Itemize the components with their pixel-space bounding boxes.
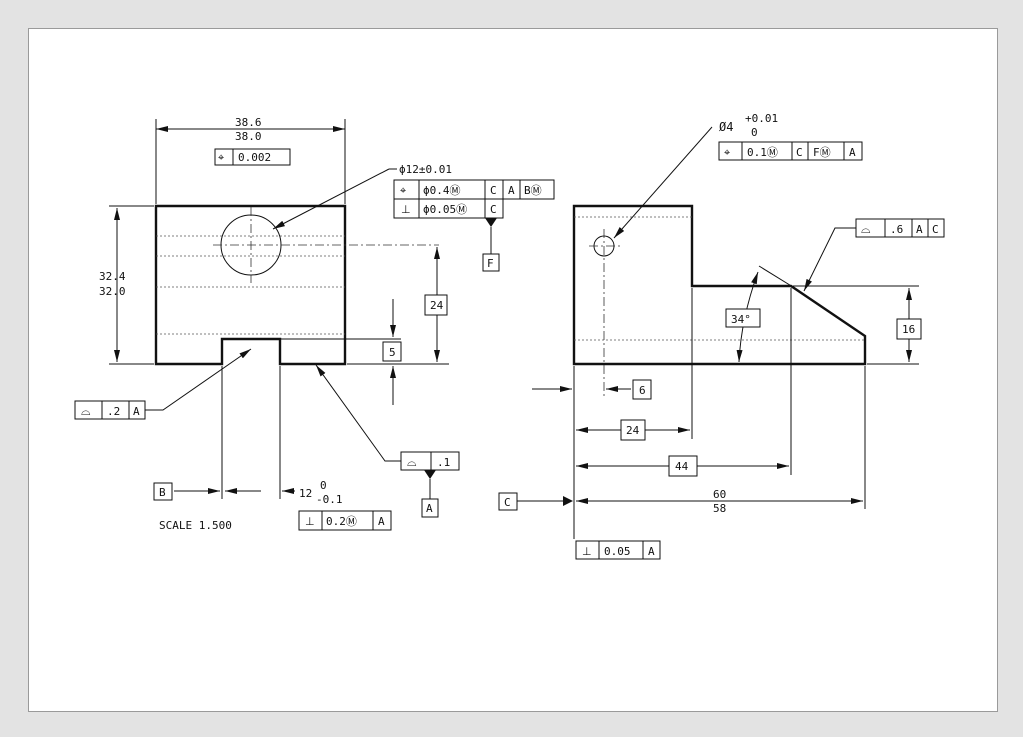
- position-icon: ⌖: [724, 146, 730, 159]
- dim-6-box: [632, 379, 652, 400]
- small-hole-leader: [613, 126, 713, 239]
- slot-fcf-tol: 0.2Ⓜ: [326, 515, 357, 528]
- drawing-sheet: 38.6 38.0 ⌖ 0.002 32.4 32.0 ϕ12±0.01 ⌖ ϕ…: [28, 28, 998, 712]
- length-lower: 58: [713, 502, 726, 515]
- front-width-upper: 38.6: [235, 116, 262, 129]
- hole-perp-datum1: C: [490, 203, 497, 216]
- hole-perpendicularity-fcf: ⊥ ϕ0.05Ⓜ C: [393, 198, 504, 219]
- dim-slot-depth: 5: [389, 346, 396, 359]
- dim-16-box: [896, 318, 922, 340]
- small-hole-fcf-datum3: A: [849, 146, 856, 159]
- datum-f-label: F: [487, 257, 494, 270]
- position-icon: ⌖: [400, 184, 406, 197]
- slope-profile-leader: [803, 227, 856, 292]
- hole-position-fcf: ⌖ ϕ0.4Ⓜ C A BⓂ: [393, 179, 555, 200]
- hole-perp-tol: ϕ0.05Ⓜ: [423, 203, 467, 216]
- position-icon: ⌖: [218, 151, 224, 164]
- front-width-lower: 38.0: [235, 130, 262, 143]
- datum-b-box: [153, 482, 173, 501]
- side-bottom-fcf-datum: A: [648, 545, 655, 558]
- datum-f-triangle: [485, 218, 497, 227]
- side-view: Ø4 +0.01 0 ⌖ 0.1Ⓜ C FⓂ A ⌓ .6 A C: [498, 112, 945, 560]
- small-hole-size: Ø4: [719, 120, 733, 134]
- slot-tol-lower: -0.1: [316, 493, 343, 506]
- length-upper: 60: [713, 488, 726, 501]
- front-width-fcf: ⌖ 0.002: [214, 148, 291, 166]
- dim-hole-height: 24: [430, 299, 444, 312]
- slope-profile-tol: .6: [890, 223, 903, 236]
- datum-c-triangle: [563, 496, 573, 506]
- front-height-upper: 32.4: [99, 270, 126, 283]
- bottom-profile-tol: .2: [107, 405, 120, 418]
- slot-perpendicularity-fcf: ⊥ 0.2Ⓜ A: [298, 510, 392, 531]
- side-bottom-fcf-tol: 0.05: [604, 545, 631, 558]
- datum-c-label: C: [504, 496, 511, 509]
- perpendicularity-icon: ⊥: [582, 545, 592, 558]
- right-profile-tol: .1: [437, 456, 450, 469]
- profile-surface-icon: ⌓: [81, 404, 91, 418]
- datum-c-box: [498, 492, 518, 511]
- profile-surface-icon: ⌓: [407, 455, 417, 469]
- slope-profile-datum1: A: [916, 223, 923, 236]
- profile-surface-icon: ⌓: [861, 222, 871, 236]
- scale-label: SCALE 1.500: [159, 519, 232, 532]
- hole-position-datum3: BⓂ: [524, 184, 542, 197]
- dim-5-box: [382, 341, 402, 362]
- slot-tol-upper: 0: [320, 479, 327, 492]
- dim-44-label: 44: [675, 460, 689, 473]
- perpendicularity-icon: ⊥: [401, 203, 411, 216]
- dim-44-box: [668, 455, 698, 477]
- right-profile-leader: [315, 364, 401, 462]
- datum-a-triangle: [424, 470, 436, 479]
- hole-position-tol: ϕ0.4Ⓜ: [423, 184, 461, 197]
- front-width-fcf-tol: 0.002: [238, 151, 271, 164]
- engineering-drawing: 38.6 38.0 ⌖ 0.002 32.4 32.0 ϕ12±0.01 ⌖ ϕ…: [74, 112, 945, 560]
- front-height-lower: 32.0: [99, 285, 126, 298]
- slot-fcf-datum: A: [378, 515, 385, 528]
- hole-position-datum1: C: [490, 184, 497, 197]
- dim-hole-offset: 6: [639, 384, 646, 397]
- front-view: 38.6 38.0 ⌖ 0.002 32.4 32.0 ϕ12±0.01 ⌖ ϕ…: [74, 116, 555, 532]
- small-hole-tol-lower: 0: [751, 126, 758, 139]
- datum-a-box: [421, 498, 439, 518]
- angle-extension: [758, 265, 794, 288]
- datum-f-box: [482, 253, 500, 272]
- slot-width-label: 12: [299, 487, 312, 500]
- hole-size-label: ϕ12±0.01: [399, 163, 452, 176]
- angle-label: 34°: [731, 313, 751, 326]
- perpendicularity-icon: ⊥: [305, 515, 315, 528]
- angle-box: [725, 308, 761, 328]
- datum-b-label: B: [159, 486, 166, 499]
- bottom-profile-fcf: ⌓ .2 A: [74, 400, 146, 420]
- small-hole-fcf-datum2: FⓂ: [813, 146, 831, 159]
- side-bottom-perpendicularity-fcf: ⊥ 0.05 A: [575, 540, 661, 560]
- small-hole-fcf-tol: 0.1Ⓜ: [747, 146, 778, 159]
- bottom-profile-datum: A: [133, 405, 140, 418]
- side-view-outline: [572, 204, 867, 366]
- right-profile-fcf: ⌓ .1: [400, 451, 460, 471]
- small-hole-tol-upper: +0.01: [745, 112, 778, 125]
- slope-profile-fcf: ⌓ .6 A C: [855, 218, 945, 238]
- dim-step-24: 24: [626, 424, 640, 437]
- dim-24-side-box: [620, 419, 646, 441]
- small-hole-fcf-datum1: C: [796, 146, 803, 159]
- front-view-outline: [154, 204, 347, 366]
- bottom-profile-leader: [145, 348, 252, 411]
- hole-leader: [272, 168, 390, 230]
- slope-profile-datum2: C: [932, 223, 939, 236]
- datum-a-label: A: [426, 502, 433, 515]
- hole-position-datum2: A: [508, 184, 515, 197]
- dim-step-height: 16: [902, 323, 915, 336]
- small-hole-position-fcf: ⌖ 0.1Ⓜ C FⓂ A: [718, 141, 863, 161]
- dim-24-box: [424, 294, 448, 316]
